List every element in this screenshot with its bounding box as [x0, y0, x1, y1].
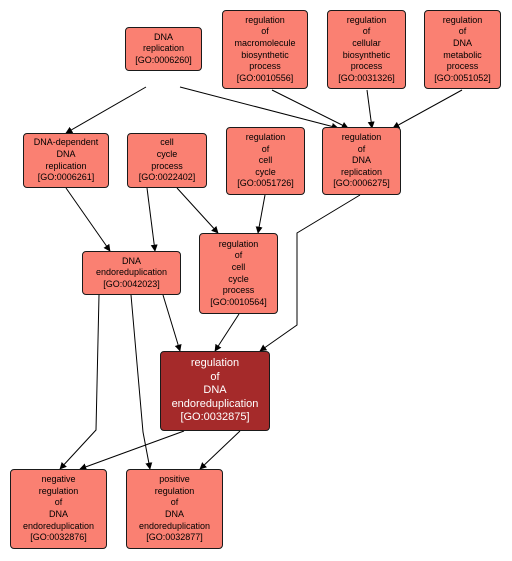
term-label-line: of — [261, 26, 269, 37]
term-label-line: cycle — [156, 148, 178, 159]
term-negative-reg-dna-endoreduplication[interactable]: negative regulation of DNA endoreduplica… — [10, 469, 107, 549]
term-label-line: DNA — [164, 509, 184, 519]
term-label-line: cell — [231, 261, 246, 272]
term-label-line: replication — [142, 43, 184, 54]
term-label-line: DNA — [48, 509, 68, 519]
term-label-line: replication — [340, 166, 382, 177]
term-label-line: biosynthetic — [342, 49, 391, 60]
term-label-line: positive — [159, 474, 190, 485]
term-label-line: process — [222, 285, 255, 296]
term-label-line: of — [357, 143, 366, 154]
term-label-line: DNA — [452, 37, 472, 48]
term-cell-cycle-process[interactable]: cell cycle process [GO:0022402] — [127, 133, 207, 188]
term-label-line: macromolecule — [234, 37, 296, 48]
edge-reg-dna-metabolic-to-reg-dna-replication — [392, 89, 463, 129]
term-label-line: cell — [258, 155, 273, 166]
term-go-id: [GO:0010564] — [210, 296, 267, 307]
edge-reg-cell-cycle-to-reg-cell-cycle-process — [255, 194, 266, 234]
term-dna-endoreduplication[interactable]: DNA endoreduplication [GO:0042023] — [82, 251, 181, 295]
term-dna-dependent-dna-replication[interactable]: DNA-dependent DNA replication [GO:000626… — [23, 133, 109, 188]
edge-reg-cell-cycle-process-to-reg-dna-endoreduplication — [214, 313, 240, 352]
term-label-line: process — [446, 61, 479, 72]
term-go-id: [GO:0051726] — [237, 178, 294, 189]
edge-reg-dna-endoreduplication-to-neg-reg-dna-endoreduplication — [79, 430, 185, 471]
term-label-line: regulation — [154, 485, 195, 496]
term-go-id: [GO:0010556] — [236, 72, 294, 83]
edge-reg-dna-replication-to-reg-dna-endoreduplication — [259, 194, 361, 352]
term-label-line: of — [261, 143, 270, 154]
edge-dna-endoreduplication-to-reg-dna-endoreduplication — [162, 294, 182, 352]
term-positive-reg-dna-endoreduplication[interactable]: positive regulation of DNA endoreduplica… — [126, 469, 223, 549]
term-label-line: cycle — [255, 166, 276, 177]
edge-reg-dna-endoreduplication-to-pos-reg-dna-endoreduplication — [199, 430, 241, 470]
edge-dna-replication-to-dna-dependent-replication — [65, 86, 147, 134]
term-go-id: [GO:0051052] — [434, 72, 491, 83]
term-label-line: endoreduplication — [138, 520, 211, 531]
term-label-line: of — [170, 497, 179, 508]
term-label-line: of — [210, 370, 220, 383]
term-label-line: regulation — [218, 238, 259, 249]
term-reg-cell-cycle[interactable]: regulation of cell cycle [GO:0051726] — [226, 127, 305, 195]
term-go-id: [GO:0006261] — [37, 172, 95, 183]
edge-reg-cellular-biosynthetic-to-reg-dna-replication — [366, 89, 375, 129]
edge-reg-macromolecule-to-reg-dna-replication — [271, 89, 349, 129]
term-label-line: regulation — [442, 14, 483, 25]
term-label-line: process — [151, 160, 183, 171]
edge-cell-cycle-process-to-dna-endoreduplication — [146, 187, 158, 252]
term-go-id: [GO:0032876] — [30, 532, 87, 543]
term-go-id: [GO:0032877] — [146, 532, 203, 543]
term-reg-cellular-biosynthetic-process[interactable]: regulation of cellular biosynthetic proc… — [327, 10, 406, 89]
edge-dna-endoreduplication-to-pos-reg-dna-endoreduplication — [130, 294, 153, 470]
term-label-line: regulation — [245, 132, 286, 143]
term-go-id: [GO:0042023] — [103, 278, 160, 289]
term-label-line: replication — [45, 160, 87, 171]
term-reg-cell-cycle-process[interactable]: regulation of cell cycle process [GO:001… — [199, 233, 278, 314]
term-label-line: regulation — [190, 357, 240, 370]
term-label-line: negative — [41, 474, 76, 485]
term-label-line: DNA — [56, 148, 76, 159]
term-label-line: process — [249, 61, 281, 72]
term-label-line: regulation — [341, 132, 382, 143]
term-label-line: cycle — [228, 273, 249, 284]
term-label-line: biosynthetic — [241, 49, 289, 60]
term-go-id: [GO:0006275] — [333, 178, 390, 189]
term-label-line: DNA — [203, 384, 227, 397]
term-label-line: cell — [160, 137, 174, 148]
term-label-line: regulation — [245, 14, 285, 25]
term-label-line: endoreduplication — [95, 267, 168, 278]
term-label-line: of — [362, 26, 371, 37]
term-label-line: cellular — [352, 37, 381, 48]
term-label-line: DNA — [351, 155, 371, 166]
edge-cell-cycle-process-to-reg-cell-cycle-process — [176, 187, 219, 234]
term-reg-dna-replication[interactable]: regulation of DNA replication [GO:000627… — [322, 127, 401, 195]
term-label-line: process — [350, 61, 383, 72]
term-go-id: [GO:0031326] — [338, 72, 395, 83]
term-reg-macromolecule-biosynthetic-process[interactable]: regulation of macromolecule biosynthetic… — [222, 10, 308, 89]
edge-dna-endoreduplication-to-neg-reg-dna-endoreduplication — [59, 294, 100, 470]
term-label-line: of — [234, 250, 243, 261]
term-label-line: regulation — [38, 485, 79, 496]
term-go-id: [GO:0022402] — [138, 172, 196, 183]
term-reg-dna-endoreduplication[interactable]: regulation of DNA endoreduplication [GO:… — [160, 351, 270, 431]
term-label-line: DNA — [153, 31, 173, 42]
edge-dna-replication-to-reg-dna-replication — [179, 86, 339, 130]
edge-dna-dependent-replication-to-dna-endoreduplication — [65, 187, 111, 252]
term-label-line: of — [54, 497, 63, 508]
term-label-line: DNA-dependent — [33, 137, 99, 148]
term-label-line: DNA — [121, 255, 141, 266]
term-label-line: endoreduplication — [171, 397, 259, 410]
term-reg-dna-metabolic-process[interactable]: regulation of DNA metabolic process [GO:… — [424, 10, 501, 89]
term-go-id: [GO:0006260] — [135, 54, 192, 65]
term-go-id: [GO:0032875] — [180, 411, 250, 424]
term-label-line: endoreduplication — [22, 520, 95, 531]
term-label-line: regulation — [346, 14, 387, 25]
term-label-line: of — [458, 26, 467, 37]
term-label-line: metabolic — [443, 49, 482, 60]
term-dna-replication[interactable]: DNA replication [GO:0006260] — [125, 27, 202, 71]
